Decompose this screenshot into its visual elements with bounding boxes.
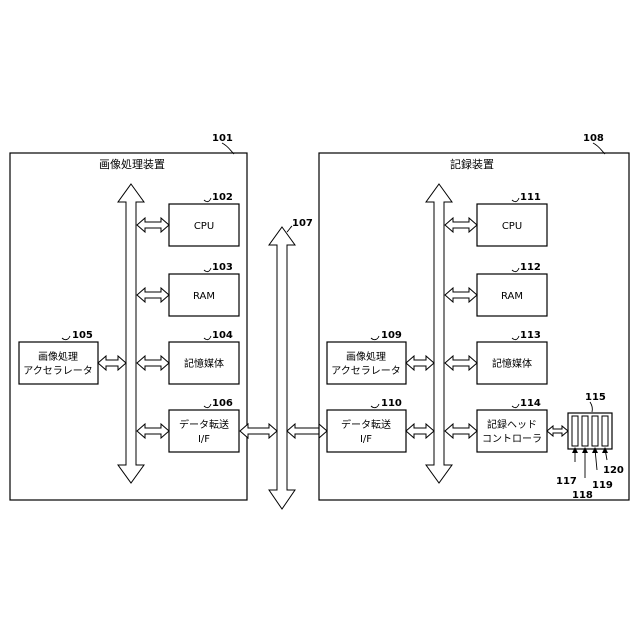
internal-bus-arrow-2	[426, 184, 452, 483]
accelerator-link-arrow-2	[406, 356, 434, 370]
cpu-ref-1: 102	[212, 192, 233, 203]
external-bus-leader	[287, 226, 292, 232]
storage-leader-2	[512, 336, 519, 340]
transfer-if-label-2b: I/F	[360, 434, 372, 445]
image-processing-device: 画像処理装置 101 CPU 102 RAM 103 記憶媒体 104 データ転…	[10, 133, 247, 500]
transfer-if-leader-1	[204, 404, 211, 408]
transfer-if-leader-2	[371, 404, 379, 408]
nozzle-row-1	[572, 416, 578, 446]
head-link-arrow	[547, 426, 568, 436]
ram-leader-2	[512, 268, 519, 272]
transfer-if-label-2a: データ転送	[341, 418, 391, 431]
accelerator-label-2b: アクセラレータ	[331, 365, 401, 377]
head-controller-box	[477, 410, 547, 452]
head-controller-leader	[512, 404, 519, 408]
transfer-if-label-1a: データ転送	[179, 418, 229, 431]
storage-label-1: 記憶媒体	[184, 357, 224, 370]
accelerator-box-1	[19, 342, 98, 384]
nozzle-ref-117: 117	[556, 476, 577, 487]
nozzle-ref-118: 118	[572, 490, 593, 501]
recording-device: 記録装置 108 CPU 111 RAM 112 記憶媒体 113 記録ヘッド …	[319, 133, 629, 501]
ram-label-2: RAM	[501, 291, 523, 302]
recording-device-leader	[593, 143, 605, 154]
transfer-if-label-1b: I/F	[198, 434, 210, 445]
storage-link-arrow-2	[445, 356, 477, 370]
transfer-if-ref-2: 110	[381, 398, 402, 409]
cpu-leader-2	[512, 198, 519, 202]
recording-head: 115 117 118 119 120	[547, 392, 624, 501]
head-controller-label-a: 記録ヘッド	[487, 418, 537, 431]
nozzle-row-4	[602, 416, 608, 446]
storage-ref-2: 113	[520, 330, 541, 341]
transfer-if-link-arrow-1	[137, 424, 169, 438]
accelerator-label-1a: 画像処理	[38, 350, 78, 363]
external-bus: 107	[240, 218, 327, 509]
recording-head-leader	[590, 402, 592, 412]
ram-leader-1	[204, 268, 211, 272]
accelerator-ref-1: 105	[72, 330, 93, 341]
cpu-label-2: CPU	[502, 221, 522, 232]
image-processing-device-leader	[222, 143, 234, 154]
cpu-link-arrow-1	[137, 218, 169, 232]
storage-leader-1	[204, 336, 211, 340]
ram-link-arrow-2	[445, 288, 477, 302]
external-bus-ref: 107	[292, 218, 313, 229]
accelerator-label-1b: アクセラレータ	[23, 365, 93, 377]
cpu-ref-2: 111	[520, 192, 541, 203]
image-processing-device-title: 画像処理装置	[99, 158, 165, 171]
internal-bus-arrow-1	[118, 184, 144, 483]
transfer-if-link-arrow-2	[406, 424, 434, 438]
cpu-leader-1	[204, 198, 211, 202]
external-bus-arrow	[269, 227, 295, 509]
head-controller-ref: 114	[520, 398, 541, 409]
storage-link-arrow-1	[137, 356, 169, 370]
nozzle-ref-119: 119	[592, 480, 613, 491]
cpu-label-1: CPU	[194, 221, 214, 232]
image-processing-device-ref: 101	[212, 133, 233, 144]
head-controller-link-arrow	[445, 424, 477, 438]
transfer-if-ref-1: 106	[212, 398, 233, 409]
recording-device-ref: 108	[583, 133, 604, 144]
storage-ref-1: 104	[212, 330, 233, 341]
transfer-if-box-1	[169, 410, 239, 452]
accelerator-label-2a: 画像処理	[346, 350, 386, 363]
accelerator-leader-1	[62, 336, 70, 340]
recording-head-ref: 115	[585, 392, 606, 403]
bus-to-device2-arrow	[287, 424, 327, 438]
ram-ref-2: 112	[520, 262, 541, 273]
bus-to-device1-arrow	[240, 424, 277, 438]
storage-label-2: 記憶媒体	[492, 357, 532, 370]
cpu-link-arrow-2	[445, 218, 477, 232]
accelerator-box-2	[327, 342, 406, 384]
nozzle-ref-120: 120	[603, 465, 624, 476]
accelerator-ref-2: 109	[381, 330, 402, 341]
ram-link-arrow-1	[137, 288, 169, 302]
nozzle-row-2	[582, 416, 588, 446]
ram-label-1: RAM	[193, 291, 215, 302]
transfer-if-box-2	[327, 410, 406, 452]
recording-device-title: 記録装置	[450, 157, 494, 171]
accelerator-leader-2	[371, 336, 379, 340]
head-controller-label-b: コントローラ	[482, 433, 542, 445]
accelerator-link-arrow-1	[98, 356, 126, 370]
ram-ref-1: 103	[212, 262, 233, 273]
nozzle-row-3	[592, 416, 598, 446]
